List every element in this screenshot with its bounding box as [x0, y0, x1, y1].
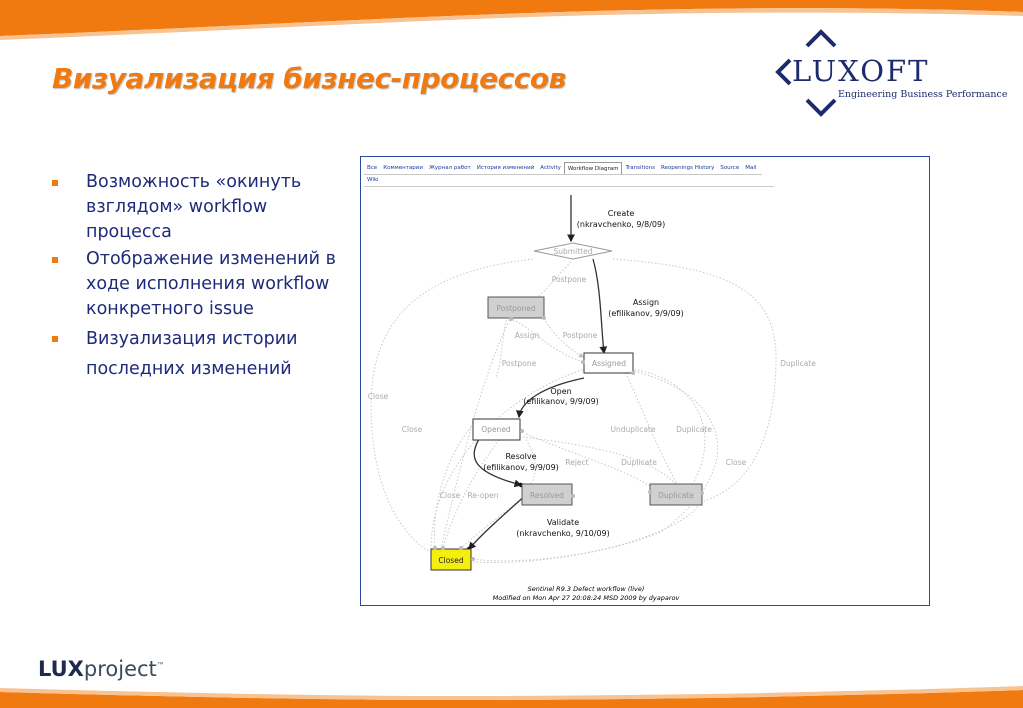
- bullet-square-icon: [52, 257, 58, 263]
- state-submitted[interactable]: Submitted: [533, 242, 613, 260]
- tab-activity[interactable]: Activity: [540, 165, 561, 171]
- state-label: Postponed: [496, 304, 535, 313]
- bullet-list: Возможность «окинуть взглядом» workflow …: [52, 170, 342, 386]
- state-label: Assigned: [592, 359, 626, 368]
- transition-label: Close: [368, 392, 389, 401]
- workflow-diagram: Submitted Postponed Assigned Opened Reso…: [368, 195, 816, 571]
- transition-label: Assign: [515, 331, 540, 340]
- state-label: Resolved: [530, 491, 564, 500]
- footer-brand-bold: LUX: [38, 657, 84, 681]
- bullet-text: Отображение изменений в ходе исполнения …: [86, 249, 336, 319]
- transition-label: Postpone: [552, 275, 587, 284]
- header-swoosh: [0, 0, 1023, 40]
- bullet-item: Отображение изменений в ходе исполнения …: [52, 247, 342, 322]
- tab-workflow-diagram[interactable]: Workflow Diagram: [563, 162, 623, 174]
- endpoint-dots: [433, 316, 704, 561]
- trademark-mark: ™: [156, 661, 165, 670]
- caption-line: Sentinel R9.3 Defect workflow (live): [527, 585, 645, 593]
- transition-label: Assign: [633, 298, 659, 307]
- transition-label: Validate: [547, 518, 579, 527]
- state-opened[interactable]: Opened: [472, 418, 521, 441]
- state-assigned[interactable]: Assigned: [583, 352, 634, 374]
- state-label: Duplicate: [658, 491, 694, 500]
- bullet-text: Визуализация истории последних изменений: [86, 329, 298, 379]
- logo-brand: LUXOFT: [792, 54, 930, 88]
- luxoft-logo: LUXOFT Engineering Business Performance: [770, 28, 1010, 118]
- state-closed[interactable]: Closed: [430, 548, 472, 571]
- luxoft-emblem-icon: [775, 29, 837, 117]
- bullet-text: Возможность «окинуть взглядом» workflow …: [86, 172, 302, 242]
- tab-wiki[interactable]: Wiki: [367, 177, 379, 183]
- transition-label: Open: [550, 387, 571, 396]
- transition-label: Postpone: [502, 359, 537, 368]
- transition-meta: (efilikanov, 9/9/09): [608, 309, 684, 318]
- tab-transitions[interactable]: Transitions: [625, 165, 655, 171]
- transition-label: Reject: [565, 458, 588, 467]
- tab-worklog[interactable]: Журнал работ: [428, 165, 471, 171]
- transition-meta: (nkravchenko, 9/10/09): [516, 529, 610, 538]
- bullet-square-icon: [52, 336, 58, 342]
- transition-label: Unduplicate: [611, 425, 656, 434]
- footer-brand-rest: project: [83, 657, 157, 681]
- state-label: Submitted: [554, 247, 593, 256]
- workflow-screenshot: Все Комментарии Журнал работ История изм…: [360, 156, 930, 606]
- bullet-item: Возможность «окинуть взглядом» workflow …: [52, 170, 342, 245]
- transition-meta: (nkravchenko, 9/8/09): [577, 220, 665, 229]
- tab-divider: [364, 186, 774, 187]
- tab-all[interactable]: Все: [367, 165, 378, 171]
- slide-title: Визуализация бизнес-процессов: [52, 62, 566, 95]
- state-duplicate[interactable]: Duplicate: [649, 483, 703, 506]
- transition-label: Resolve: [505, 452, 536, 461]
- history-labels: Create (nkravchenko, 9/8/09) Assign (efi…: [483, 209, 684, 538]
- bullet-item: Визуализация истории последних изменений: [52, 324, 342, 384]
- state-resolved[interactable]: Resolved: [521, 483, 573, 506]
- state-label: Closed: [438, 556, 463, 565]
- caption-line: Modified on Mon Apr 27 20:08:24 MSD 2009…: [492, 594, 680, 602]
- issue-tab-bar: Все Комментарии Журнал работ История изм…: [364, 162, 762, 175]
- transition-label: Duplicate: [621, 458, 657, 467]
- transition-label: Duplicate: [780, 359, 816, 368]
- logo-tagline: Engineering Business Performance: [838, 89, 1008, 100]
- state-postponed[interactable]: Postponed: [487, 296, 545, 319]
- transition-meta: (efilikanov, 9/9/09): [483, 463, 559, 472]
- inactive-labels: Postpone Assign Postpone Postpone Duplic…: [368, 275, 816, 500]
- transition-meta: (efilikanov, 9/9/09): [523, 397, 599, 406]
- tab-reopenings-history[interactable]: Reopenings History: [660, 165, 715, 171]
- transition-label: Duplicate: [676, 425, 712, 434]
- transition-label: Close: [402, 425, 423, 434]
- inactive-transitions: [370, 258, 777, 564]
- footer-swoosh: [0, 686, 1023, 708]
- transition-label: Postpone: [563, 331, 598, 340]
- tab-mail[interactable]: Mail: [745, 165, 757, 171]
- transition-label: Close: [726, 458, 747, 467]
- tab-source[interactable]: Source: [720, 165, 740, 171]
- state-label: Opened: [481, 425, 511, 434]
- bullet-square-icon: [52, 180, 58, 186]
- transition-label: Close: [440, 491, 461, 500]
- luxproject-logo: LUXproject™: [38, 657, 165, 681]
- history-transitions: [468, 195, 608, 550]
- tab-comments[interactable]: Комментарии: [383, 165, 423, 171]
- tab-change-history[interactable]: История изменений: [476, 165, 535, 171]
- diagram-caption: Sentinel R9.3 Defect workflow (live) Mod…: [451, 585, 721, 603]
- transition-label: Create: [608, 209, 635, 218]
- transition-label: Re-open: [467, 491, 498, 500]
